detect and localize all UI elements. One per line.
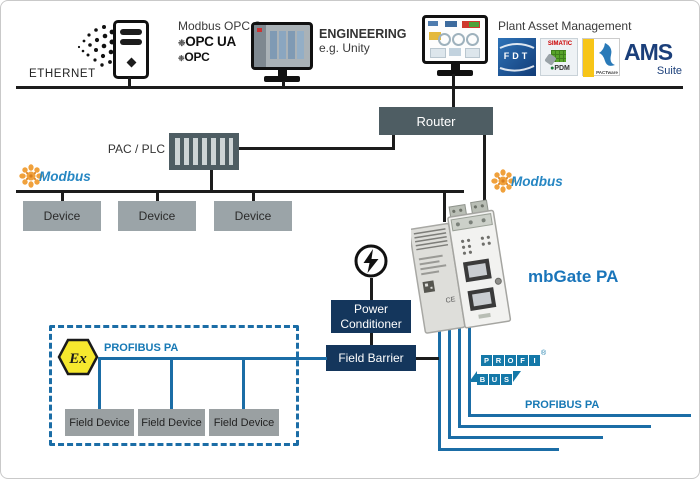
modbus-logo-right-text: Modbus [511,173,563,189]
hazardous-area-boundary [49,325,299,446]
fdt-logo: FDT [498,38,536,76]
field-device-node-2: Field Device [138,409,205,436]
plc-to-modbus-line [210,170,213,192]
profibus-segment3-line-v [458,301,461,428]
modbus-gear-icon [491,169,515,193]
engineering-subtitle: e.g. Unity [319,41,370,55]
profibus-pa-bus-line [99,357,327,360]
modbus-logo-left: Modbus [18,163,91,189]
engineering-monitor-icon [251,22,313,82]
ex-hazard-icon: Ex [57,338,99,376]
server-tower-icon [113,20,149,79]
device-label: Device [234,209,272,223]
router-label: Router [416,113,456,129]
profibus-segment3-line-h [458,425,651,428]
pdm-text: PDM [554,65,570,72]
profibus-tile: U [489,374,500,385]
modbus-gear-icon [19,164,43,188]
pdm-logo-text: ●PDM [550,65,570,72]
device-node-1: Device [23,201,101,231]
profibus-tile: F [517,355,528,366]
simatic-pdm-logo: SIMATIC ●PDM [540,38,578,76]
profibus-tile: P [481,355,492,366]
server-connector-line [128,77,131,88]
profibus-tile: S [501,374,512,385]
profibus-segment2-line-h [448,436,603,439]
conditioner-to-barrier-line [370,333,373,345]
hazard-profibus-pa-label: PROFIBUS PA [104,342,179,354]
field-device-label: Field Device [141,416,202,429]
field-device-node-1: Field Device [65,409,134,436]
profibus-pa-bottom-label: PROFIBUS PA [525,399,600,411]
ams-suite-logo: AMS Suite [624,39,692,78]
ethernet-label: ETHERNET [29,68,96,80]
profibus-segment1-line-h [438,448,559,451]
router-to-plc-line-v [392,135,395,149]
power-conditioner-label-line1: Power [353,301,388,316]
profibus-tile: O [505,355,516,366]
profibus-tile: R [493,355,504,366]
profibus-tile: B [477,374,488,385]
fdt-logo-text: FDT [503,51,531,61]
router-node: Router [379,107,493,135]
router-to-plc-line-h [238,147,395,150]
barrier-to-gateway-line [416,357,439,360]
field-device-node-3: Field Device [209,409,279,436]
simatic-logo-text: SIMATIC [547,41,573,47]
svg-text:CE: CE [445,296,456,304]
modbus-logo-left-text: Modbus [39,168,91,184]
power-conditioner-label-line2: Conditioner [340,316,402,331]
opc-logo-text: OPC [184,50,210,64]
ethernet-bus-line [16,86,683,89]
device-node-2: Device [118,201,196,231]
halftone-swoosh-icon [77,25,115,67]
power-to-conditioner-line [370,278,373,300]
field-device-label: Field Device [213,416,275,429]
field-barrier-node: Field Barrier [326,345,416,371]
mbgate-device-icon: CE [411,199,512,334]
pam-title: Plant Asset Management [498,19,632,33]
opc-ua-logo: ❉OPC UA [178,34,236,49]
device1-connector [61,192,64,202]
gateway-label: mbGate PA [528,267,619,286]
modbus-bus-line [16,190,464,193]
profibus-segment1-line-v [438,301,441,451]
opc-logo: ❉OPC [178,50,210,64]
profibus-segment4-line-v [468,301,471,417]
ams-logo-text: AMS [624,39,673,65]
profibus-reg-mark: ® [541,350,547,357]
engineering-title: ENGINEERING [319,27,407,41]
field-device-label: Field Device [69,416,130,429]
field-device1-connector [98,357,101,409]
pam-monitor-icon [422,15,488,76]
device3-connector [252,192,255,202]
ex-hazard-label: Ex [68,351,87,367]
opc-ua-logo-text: OPC UA [185,34,236,49]
pactware-logo: PACTware [582,38,620,77]
device-node-3: Device [214,201,292,231]
engineering-connector-line [282,81,285,88]
device2-connector [156,192,159,202]
ams-suite-text: Suite [656,65,682,77]
power-conditioner-node: Power Conditioner [331,300,411,333]
profibus-segment2-line-v [448,301,451,439]
pactware-logo-text: PACTware [596,70,618,75]
router-to-gateway-line [483,135,486,225]
modbus-to-gateway-line [443,192,446,222]
power-lightning-icon [354,244,388,278]
field-barrier-label: Field Barrier [338,350,404,365]
pam-to-router-connector-line [452,74,455,107]
field-device3-connector [242,357,245,409]
pac-plc-label: PAC / PLC [107,142,165,156]
profibus-tile: I [529,355,540,366]
profibus-segment4-line-h [468,414,691,417]
pac-plc-node [169,133,239,170]
modbus-logo-right: Modbus [490,168,563,194]
device-label: Device [138,209,176,223]
field-device2-connector [170,357,173,409]
device-label: Device [43,209,81,223]
